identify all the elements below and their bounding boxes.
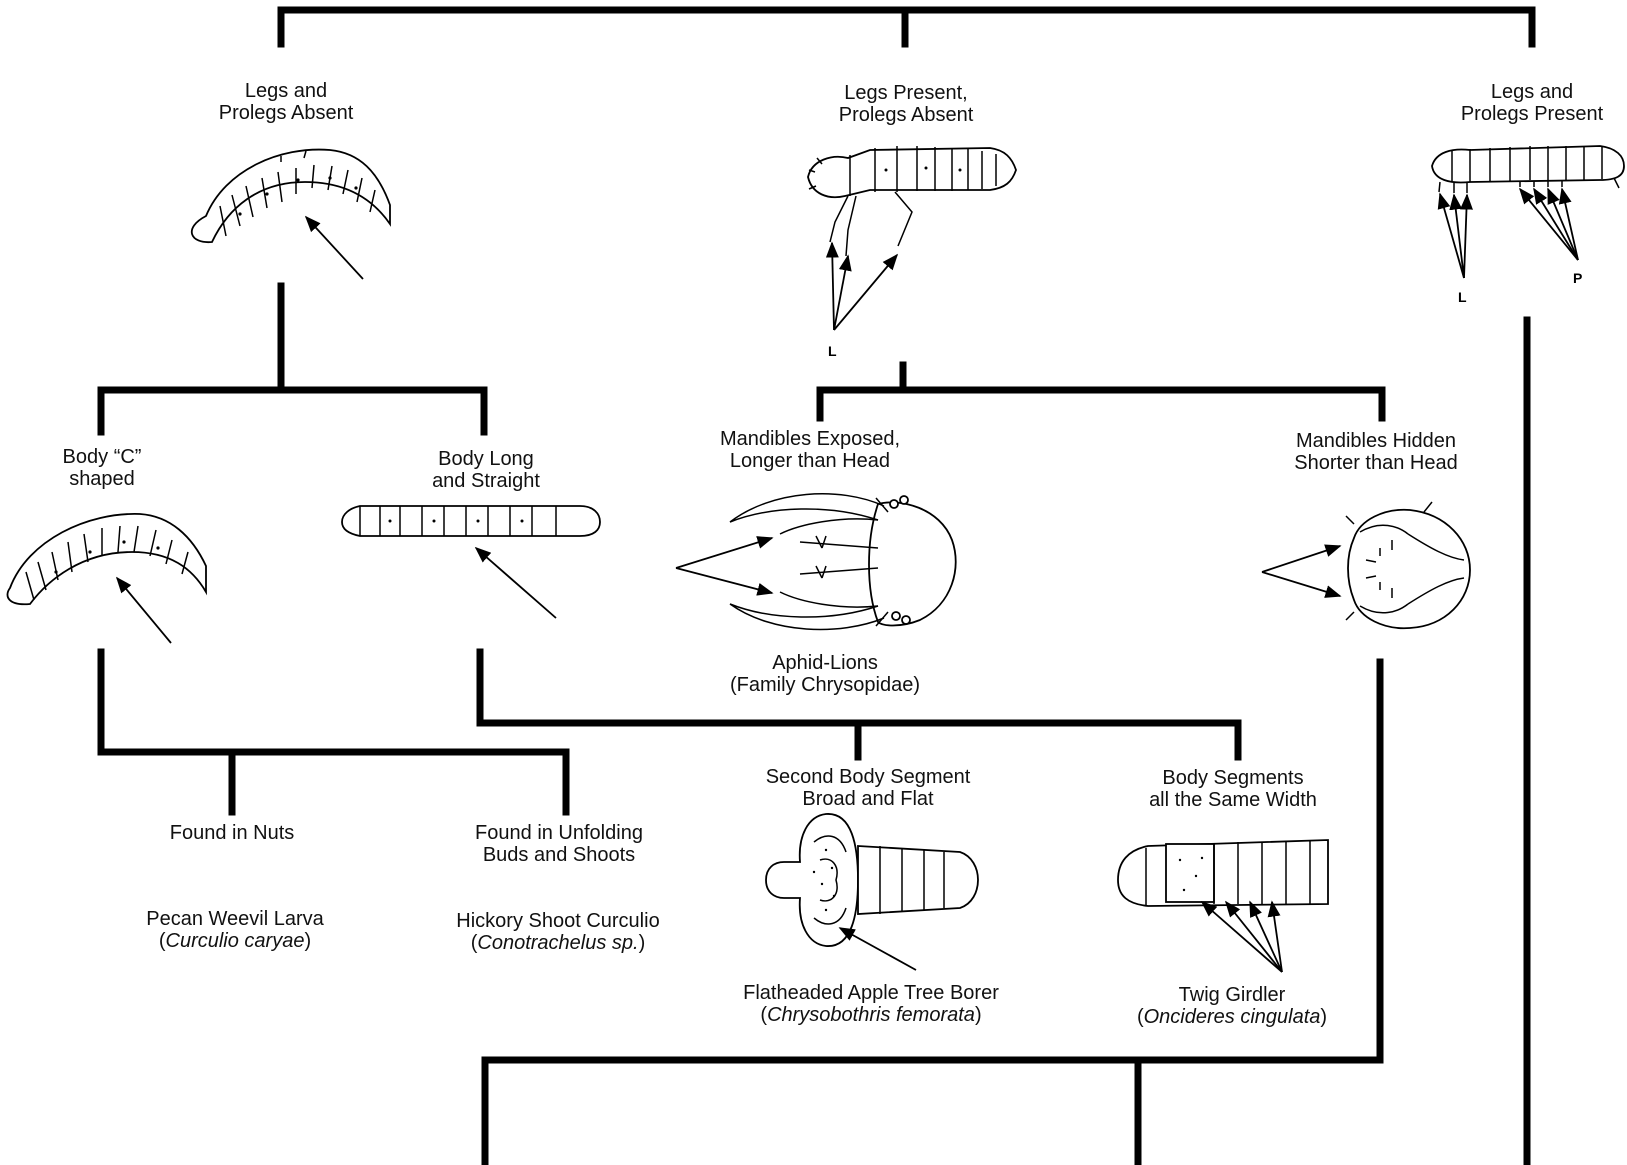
paren-open: ( bbox=[760, 1004, 768, 1026]
legs-only-branch-bar bbox=[816, 386, 1386, 422]
node-line: Body Segments bbox=[1162, 767, 1304, 789]
twig-girdler-larva-icon bbox=[1117, 839, 1329, 973]
result-name: Hickory Shoot Curculio bbox=[456, 910, 660, 932]
legs-pointer-letter-2: L bbox=[1458, 289, 1467, 305]
scientific-name-italic: Chrysobothris femorata bbox=[767, 1004, 975, 1026]
scientific-name-italic: Oncideres cingulata bbox=[1143, 1006, 1321, 1028]
node-line: Buds and Shoots bbox=[482, 844, 636, 866]
paren-close: ) bbox=[638, 932, 646, 954]
node-found-in-nuts: Found in Nuts bbox=[132, 822, 332, 844]
node-line: Legs and bbox=[1490, 81, 1574, 103]
node-second-segment-broad: Second Body Segment Broad and Flat bbox=[748, 766, 988, 810]
result-flatheaded-borer: Flatheaded Apple Tree Borer (Chrysobothr… bbox=[716, 982, 1026, 1026]
node-mandibles-exposed: Mandibles Exposed, Longer than Head bbox=[690, 428, 930, 472]
legged-larva-icon: L bbox=[807, 146, 1017, 359]
no-legs-branch-bar bbox=[97, 386, 488, 436]
straight-larva-icon bbox=[341, 505, 601, 619]
node-body-c-shaped: Body “C” shaped bbox=[22, 446, 182, 490]
branch-lines bbox=[97, 6, 1536, 1165]
scientific-name-italic: Curculio caryae bbox=[165, 930, 305, 952]
result-name: Aphid-Lions bbox=[772, 652, 878, 674]
node-legs-present-prolegs-absent: Legs Present, Prolegs Absent bbox=[796, 82, 1016, 126]
mandibles-hidden-stem bbox=[481, 658, 1384, 1165]
aphid-lion-head-icon bbox=[675, 493, 957, 631]
node-line: Mandibles Exposed, bbox=[719, 428, 901, 450]
scientific-name-italic: Conotrachelus sp. bbox=[477, 932, 639, 954]
prolegs-pointer-letter: P bbox=[1573, 270, 1582, 286]
result-name: Flatheaded Apple Tree Borer bbox=[743, 982, 999, 1004]
node-line: Second Body Segment bbox=[765, 766, 971, 788]
result-scientific-name: (Chrysobothris femorata) bbox=[716, 1004, 1026, 1026]
result-twig-girdler: Twig Girdler (Oncideres cingulata) bbox=[1112, 984, 1352, 1028]
node-segments-same-width: Body Segments all the Same Width bbox=[1126, 767, 1340, 811]
node-line: Prolegs Absent bbox=[218, 102, 354, 124]
result-pecan-weevil: Pecan Weevil Larva (Curculio caryae) bbox=[110, 908, 360, 952]
result-hickory-shoot: Hickory Shoot Curculio (Conotrachelus sp… bbox=[428, 910, 688, 954]
hidden-mandibles-head-icon bbox=[1261, 501, 1471, 630]
node-line: Prolegs Present bbox=[1460, 103, 1604, 125]
node-line: Found in Unfolding bbox=[475, 822, 643, 844]
result-name: Twig Girdler bbox=[1178, 984, 1286, 1006]
result-detail: (Family Chrysopidae) bbox=[729, 674, 921, 696]
paren-open: ( bbox=[158, 930, 166, 952]
paren-open: ( bbox=[1136, 1006, 1144, 1028]
node-line: Found in Nuts bbox=[169, 822, 295, 844]
caterpillar-icon: L P bbox=[1431, 145, 1625, 305]
paren-close: ) bbox=[1320, 1006, 1328, 1028]
node-line: Broad and Flat bbox=[802, 788, 934, 810]
paren-close: ) bbox=[304, 930, 312, 952]
result-aphid-lions: Aphid-Lions (Family Chrysopidae) bbox=[700, 652, 950, 696]
grub-larva-icon bbox=[190, 148, 391, 280]
flatheaded-borer-icon bbox=[765, 813, 979, 971]
c-shaped-grub-icon bbox=[6, 513, 207, 644]
node-line: Body Long bbox=[438, 448, 534, 470]
node-line: shaped bbox=[69, 468, 135, 490]
node-line: Shorter than Head bbox=[1294, 452, 1458, 474]
node-legs-prolegs-present: Legs and Prolegs Present bbox=[1437, 81, 1627, 125]
node-line: all the Same Width bbox=[1149, 789, 1317, 811]
node-found-in-buds: Found in Unfolding Buds and Shoots bbox=[446, 822, 672, 866]
result-scientific-name: (Oncideres cingulata) bbox=[1112, 1006, 1352, 1028]
node-legs-prolegs-absent: Legs and Prolegs Absent bbox=[186, 80, 386, 124]
paren-open: ( bbox=[470, 932, 478, 954]
node-line: Body “C” bbox=[62, 446, 142, 468]
result-scientific-name: (Conotrachelus sp.) bbox=[428, 932, 688, 954]
node-line: Longer than Head bbox=[729, 450, 891, 472]
result-name: Pecan Weevil Larva bbox=[146, 908, 324, 930]
node-line: and Straight bbox=[432, 470, 540, 492]
node-line: Legs and bbox=[244, 80, 328, 102]
node-mandibles-hidden: Mandibles Hidden Shorter than Head bbox=[1256, 430, 1496, 474]
c-shaped-stem bbox=[97, 648, 570, 816]
node-line: Mandibles Hidden bbox=[1295, 430, 1457, 452]
legs-pointer-letter: L bbox=[828, 343, 837, 359]
node-body-long-straight: Body Long and Straight bbox=[396, 448, 576, 492]
result-scientific-name: (Curculio caryae) bbox=[110, 930, 360, 952]
node-line: Legs Present, bbox=[844, 82, 968, 104]
paren-close: ) bbox=[974, 1004, 982, 1026]
node-line: Prolegs Absent bbox=[838, 104, 974, 126]
